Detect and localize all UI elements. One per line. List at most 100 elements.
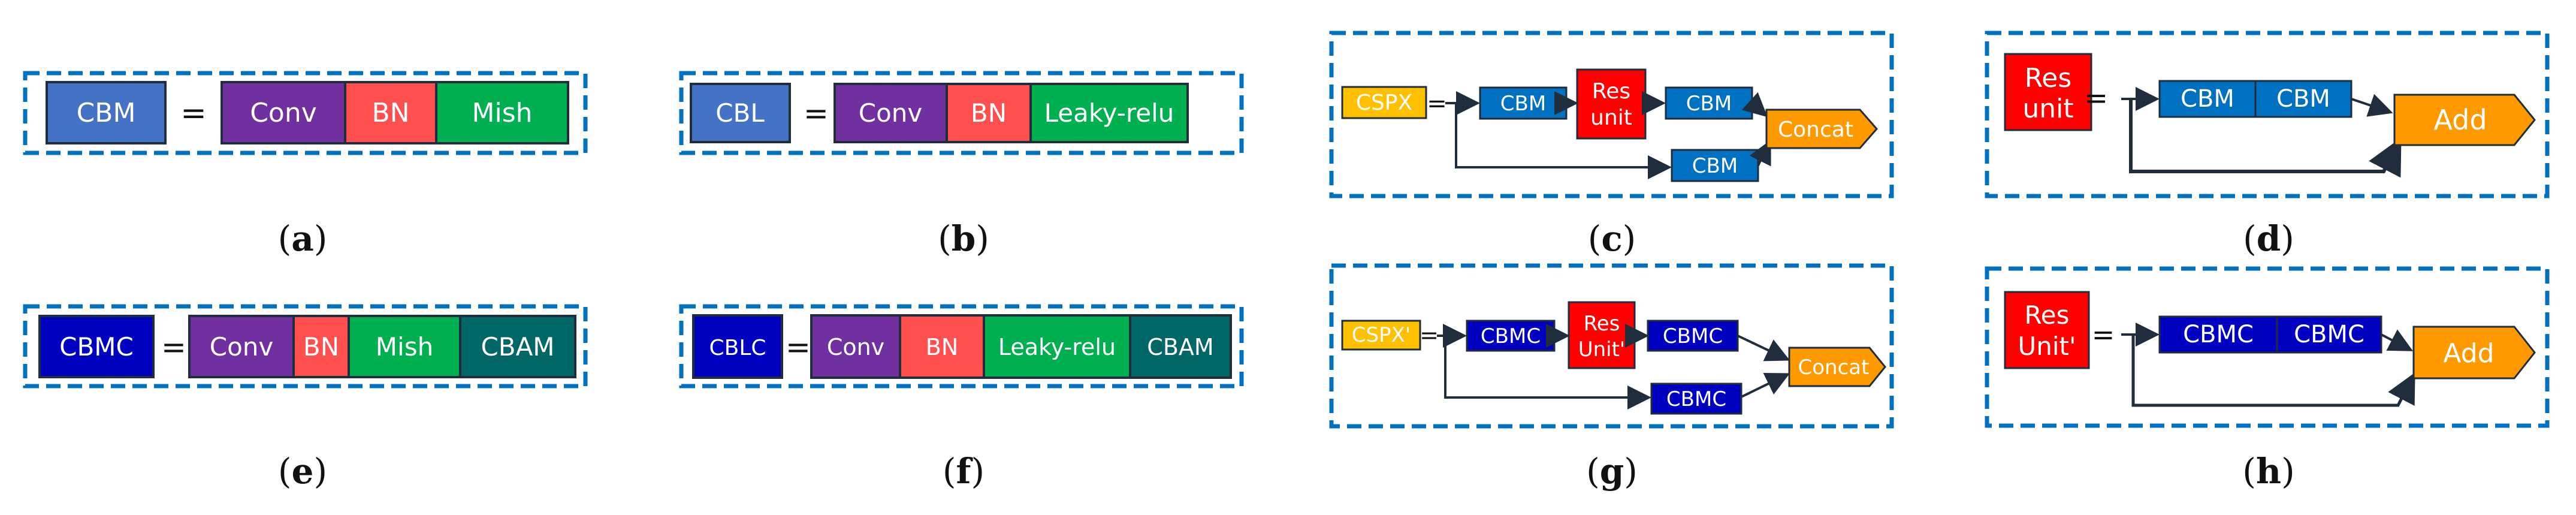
caption-g: (g): [1586, 451, 1638, 492]
caption-f: (f): [943, 451, 985, 492]
cspx-block: [1341, 320, 1421, 351]
panel-b: CBL = Conv BN Leaky-relu (b): [679, 71, 1244, 259]
bn-label: BN: [303, 332, 339, 362]
cbam-block: [1129, 314, 1232, 379]
cbm-block: [1479, 86, 1568, 120]
mish-block: [435, 81, 569, 144]
equals-sign: =: [1420, 322, 1439, 348]
caption-h: (h): [2242, 451, 2294, 492]
cbm-label: CBM: [1500, 92, 1546, 116]
branch-line: [1444, 336, 1651, 409]
cbm-label: CBM: [2181, 85, 2234, 113]
cbm-label: CBM: [1686, 92, 1732, 116]
cbmc-label: CBMC: [1666, 387, 1726, 411]
skip-line: [2131, 335, 2415, 407]
cbm-label: CBM: [2276, 85, 2330, 113]
res-unit-line1: Res: [1592, 79, 1630, 104]
res-unit-block: [1568, 301, 1636, 369]
conv-block: [188, 315, 295, 378]
equals-sign: =: [786, 330, 811, 365]
conv-label: Conv: [250, 98, 317, 128]
arrow: [2381, 329, 2414, 351]
panel-f: CBLC = Conv BN Leaky-relu CBAM (f): [679, 304, 1244, 492]
concat-block: [1765, 109, 1878, 149]
conv-block: [810, 314, 901, 379]
res-unit-block: [1576, 68, 1647, 140]
add-label: Add: [2443, 338, 2494, 369]
cbm-label: CBM: [77, 98, 136, 128]
cbl-label: CBL: [715, 98, 765, 128]
cspx-label: CSPX: [1356, 91, 1412, 115]
cbam-block: [459, 315, 576, 378]
leaky-relu-block: [983, 314, 1131, 379]
bn-label: BN: [971, 98, 1007, 128]
conv-block: [833, 83, 948, 143]
cbm-label: CBM: [1692, 154, 1738, 178]
equals-sign: =: [804, 96, 829, 131]
dashed-border: [679, 304, 1244, 388]
bn-label: BN: [926, 334, 959, 360]
cbmc-block-after: [1647, 320, 1739, 352]
dashed-border: [23, 304, 588, 388]
mish-block: [348, 315, 461, 378]
concat-label: Concat: [1798, 356, 1870, 380]
caption-c: (c): [1588, 218, 1636, 259]
equals-sign: =: [2084, 82, 2108, 115]
dashed-border: [679, 71, 1244, 155]
dashed-border: [1329, 263, 1894, 429]
cspx-block: [1341, 86, 1427, 119]
add-label: Add: [2433, 104, 2487, 136]
cbmc-label: CBMC: [2294, 321, 2364, 348]
bn-block: [292, 315, 350, 378]
arrow: [1741, 373, 1790, 398]
cbmc-label: CBMC: [59, 332, 134, 362]
arrow: [2351, 94, 2393, 117]
panel-d: Res unit = CBM CBM Add (d): [1985, 31, 2550, 259]
caption-a: (a): [278, 218, 328, 259]
cbmc-label: CBMC: [1481, 324, 1541, 348]
panel-a: CBM = Conv BN Mish (a): [23, 71, 588, 259]
leaky-relu-block: [1029, 83, 1189, 143]
conv-label: Conv: [827, 334, 884, 360]
res-unit-line2: unit: [2022, 94, 2073, 124]
res-unit-line2: Unit': [1578, 338, 1626, 362]
caption-d: (d): [2243, 218, 2294, 259]
cbm-block: [2254, 80, 2352, 118]
cblc-block: [692, 314, 783, 379]
mish-label: Mish: [472, 98, 533, 128]
cbmc-block: [1466, 320, 1556, 352]
cbam-label: CBAM: [481, 332, 554, 362]
leaky-relu-label: Leaky-relu: [998, 334, 1116, 360]
dashed-border: [1985, 266, 2550, 428]
cblc-label: CBLC: [709, 336, 766, 360]
panel-e: CBMC = Conv BN Mish CBAM (e): [23, 304, 588, 492]
bn-label: BN: [372, 98, 409, 128]
dashed-border: [1985, 31, 2550, 198]
add-block: [2393, 94, 2536, 146]
panel-g: CSPX' = CBMC Res Unit' CBMC CBMC Concat …: [1329, 263, 1894, 492]
conv-label: Conv: [859, 98, 923, 128]
res-unit-line1: Res: [2024, 300, 2069, 330]
equals-sign: =: [1427, 90, 1447, 118]
panel-h: Res Unit' = CBMC CBMC Add (h): [1985, 266, 2550, 492]
cbm-block-bottom: [1671, 149, 1759, 182]
conv-label: Conv: [210, 332, 274, 362]
mish-label: Mish: [376, 332, 433, 362]
cbmc-block: [38, 315, 155, 378]
cbmc-block-bottom: [1650, 383, 1743, 415]
caption-e: (e): [278, 451, 327, 492]
dashed-border: [23, 71, 588, 155]
equals-sign: =: [161, 330, 186, 365]
add-block: [2412, 326, 2536, 380]
cbmc-label: CBMC: [1663, 324, 1723, 348]
skip-line: [2129, 99, 2402, 178]
res-unit-block: [2004, 53, 2092, 131]
res-unit-line2: Unit': [2018, 332, 2076, 361]
cspx-label: CSPX': [1352, 323, 1411, 347]
leaky-relu-label: Leaky-relu: [1044, 98, 1174, 128]
equals-sign: =: [180, 95, 207, 131]
bn-block: [946, 83, 1032, 143]
arrow: [1741, 92, 1768, 118]
caption-b: (b): [938, 218, 989, 259]
concat-block: [1788, 347, 1886, 387]
